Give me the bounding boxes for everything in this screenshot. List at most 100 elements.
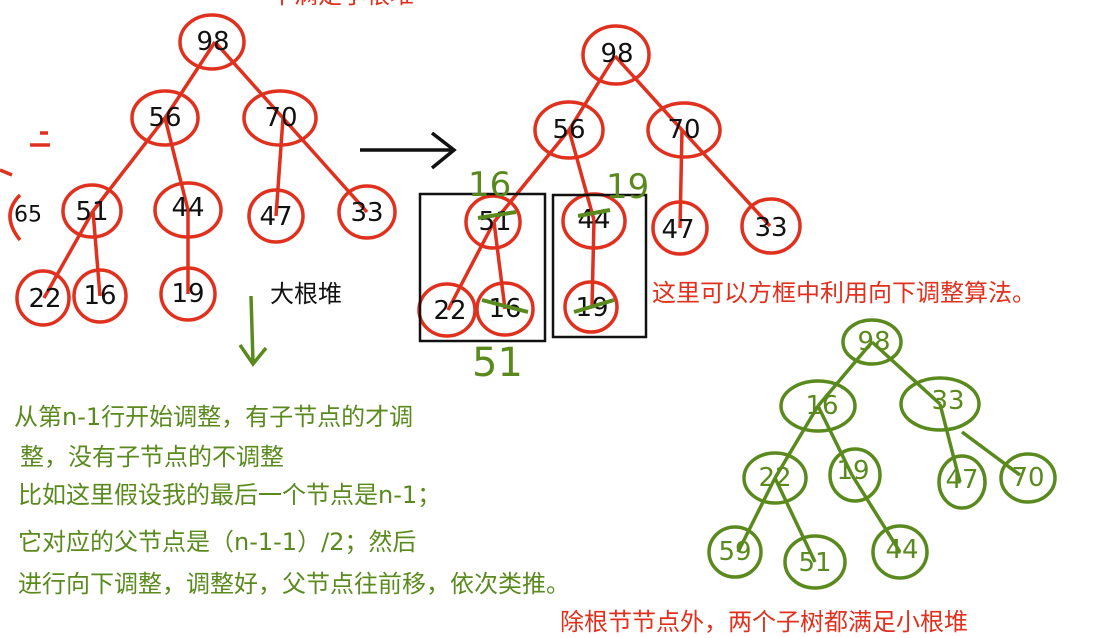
down-arrow-icon <box>238 295 268 367</box>
t2-node-22: 22 <box>433 296 466 326</box>
t2-node-56: 56 <box>552 115 585 145</box>
t3-node-51: 51 <box>798 548 831 578</box>
t3-node-33-circle <box>899 376 981 432</box>
t1-node-22-circle <box>15 269 71 327</box>
t2-node-33-circle <box>740 197 802 255</box>
t2-node-98-circle <box>581 24 651 86</box>
t1-edge-51-16 <box>91 210 102 297</box>
t1-node-33: 33 <box>350 198 383 228</box>
t3-edge-16-19 <box>816 405 854 476</box>
explanation-line-5: 进行向下调整，调整好，父节点往前移，依次类推。 <box>18 570 570 598</box>
tree-3-labels: 98 16 33 22 19 47 70 59 51 44 <box>718 327 1044 578</box>
t2-node-51-circle <box>464 194 522 250</box>
t2-edge-70-47 <box>678 129 684 229</box>
t3-edge-33-47 <box>938 403 962 483</box>
t1-partial-node: 65 <box>14 203 42 228</box>
t3-node-44: 44 <box>885 535 918 565</box>
t3-node-47-circle <box>937 454 987 510</box>
t3-node-22: 22 <box>758 463 791 493</box>
t3-node-59: 59 <box>718 537 751 567</box>
tree-1 <box>0 13 397 327</box>
t2-edge-56-44 <box>567 129 596 221</box>
t3-node-59-circle <box>707 525 763 579</box>
t1-partial-node-circle <box>8 193 22 242</box>
t3-node-16: 16 <box>805 391 838 421</box>
t1-edge-51-22 <box>42 210 95 299</box>
t2-node-56-circle <box>533 100 605 160</box>
t1-node-70-circle <box>242 89 318 147</box>
t1-edge-70-33 <box>281 116 369 214</box>
annotation-16: 16 <box>468 165 511 205</box>
t2-edge-70-33 <box>680 128 772 228</box>
green-strikes <box>477 208 615 314</box>
t1-edge-98-70 <box>213 40 285 120</box>
t3-node-98-circle <box>841 318 903 366</box>
t3-node-16-circle <box>779 379 857 433</box>
t2-node-33: 33 <box>754 213 787 243</box>
explanation-line-1: 从第n-1行开始调整，有子节点的才调 <box>14 403 413 431</box>
t3-node-70-circle <box>999 452 1057 504</box>
t1-node-22: 22 <box>28 284 61 314</box>
strike-51 <box>477 210 517 220</box>
t1-edge-56-44 <box>163 117 190 211</box>
t1-node-16-circle <box>72 268 128 324</box>
t2-node-19-circle <box>563 280 619 334</box>
t1-node-56: 56 <box>148 103 181 133</box>
right-arrow-icon <box>360 131 457 170</box>
explanation-line-3: 比如这里假设我的最后一个节点是n-1； <box>18 481 441 509</box>
subtree-box-right <box>551 193 648 339</box>
t1-node-16: 16 <box>83 281 116 311</box>
t1-partial-edge-c <box>0 168 13 177</box>
t2-node-16-circle <box>475 281 535 337</box>
t2-node-70-circle <box>646 101 722 159</box>
t3-node-19-circle <box>828 447 882 503</box>
t1-node-19: 19 <box>171 279 204 309</box>
t3-node-47: 47 <box>945 465 978 495</box>
t2-edge-98-56 <box>567 55 617 131</box>
note-red: 这里可以方框中利用向下调整算法。 <box>652 279 1036 307</box>
t3-edge-22-51 <box>773 477 817 563</box>
t3-edge-98-16 <box>816 340 874 408</box>
t3-node-33: 33 <box>931 386 964 416</box>
t3-edge-16-22 <box>773 405 820 479</box>
explanation-line-4: 它对应的父节点是（n-1-1）/2；然后 <box>18 528 416 556</box>
t3-node-70: 70 <box>1011 463 1044 493</box>
t1-node-47-circle <box>247 188 305 244</box>
t2-edge-51-16 <box>492 221 507 310</box>
t2-node-47-circle <box>651 200 709 256</box>
tree-3 <box>707 318 1057 590</box>
t2-edge-44-19 <box>590 219 596 308</box>
label-big-heap: 大根堆 <box>270 280 342 308</box>
t1-node-33-circle <box>337 184 397 240</box>
t3-edge-22-59 <box>736 477 777 553</box>
t3-node-98: 98 <box>857 327 890 357</box>
t1-node-19-circle <box>159 266 217 322</box>
heading-partial: 不满足小根堆 <box>270 0 414 9</box>
t3-node-51-circle <box>783 534 847 590</box>
t1-node-44: 44 <box>171 193 204 223</box>
t2-node-70: 70 <box>667 115 700 145</box>
t3-edge-98-33 <box>870 340 942 406</box>
tree-1-labels: 98 56 70 51 44 47 33 22 16 19 65 <box>14 27 384 314</box>
t1-node-51-circle <box>61 183 123 239</box>
subtree-box-left <box>418 192 547 343</box>
t2-node-98: 98 <box>600 39 633 69</box>
t1-node-56-circle <box>130 89 200 147</box>
strike-16 <box>481 298 529 314</box>
strike-19 <box>573 298 615 314</box>
t1-node-98-circle <box>178 13 246 71</box>
explanation-line-2: 整，没有子节点的不调整 <box>20 443 284 471</box>
t2-node-47: 47 <box>661 215 694 245</box>
explanation-block: 从第n-1行开始调整，有子节点的才调 整，没有子节点的不调整 比如这里假设我的最… <box>14 403 570 598</box>
t3-node-22-circle <box>742 451 808 505</box>
t2-edge-98-70 <box>613 54 684 132</box>
t3-edge-19-44 <box>850 474 902 553</box>
t3-node-19: 19 <box>836 456 869 486</box>
t1-node-44-circle <box>153 181 223 239</box>
tree-2 <box>417 24 802 338</box>
t1-edge-98-56 <box>163 41 217 119</box>
t1-node-98: 98 <box>196 27 229 57</box>
t1-node-51: 51 <box>75 197 108 227</box>
t2-edge-56-51 <box>492 128 571 224</box>
tree-2-labels: 98 56 70 51 44 47 33 22 16 19 <box>433 39 787 326</box>
